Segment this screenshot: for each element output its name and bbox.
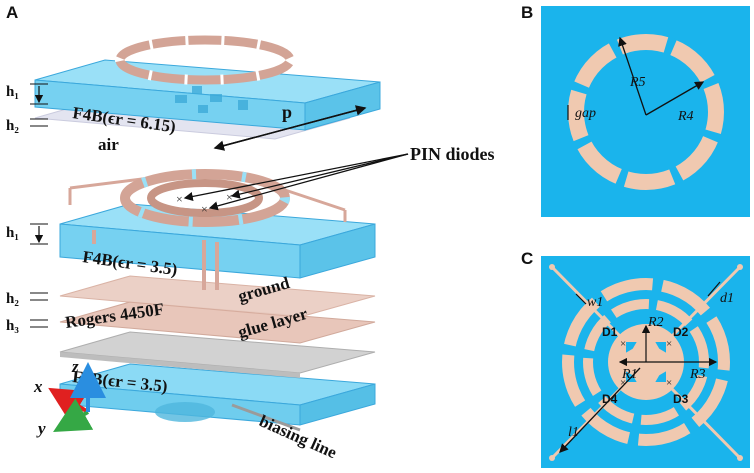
l1-arrow xyxy=(559,367,641,453)
panel-b-letter: B xyxy=(521,3,533,22)
r4-arrow xyxy=(645,81,705,116)
d2-label: D2 xyxy=(673,325,689,339)
w1-label: w1 xyxy=(587,295,603,310)
r5-arrow xyxy=(618,36,647,116)
p-dimension: p xyxy=(213,102,367,151)
d1-label: D1 xyxy=(602,325,618,339)
middle-ring-patch: × × × xyxy=(68,169,347,227)
glue-sheet xyxy=(59,275,376,318)
dim-h1-top: h₁ xyxy=(6,84,19,100)
r2-label: R2 xyxy=(647,315,664,330)
w1-marker xyxy=(575,293,587,305)
diode-mark-d1: × xyxy=(620,338,626,350)
pin-diodes-callout: PIN diodes xyxy=(183,144,495,211)
diode-mark-1: × xyxy=(176,192,183,206)
label-air: air xyxy=(98,135,119,154)
rogers-layer xyxy=(59,331,376,378)
diode-mark-3: × xyxy=(201,202,208,216)
dim-h3-mid: h₃ xyxy=(6,318,19,334)
y-axis-label: y xyxy=(36,419,46,438)
label-pin-diodes: PIN diodes xyxy=(410,144,495,164)
panel-b: B R5 R4 gap xyxy=(521,3,750,217)
l1-label: l1 xyxy=(568,425,579,440)
top-split-ring xyxy=(115,35,295,85)
panel-c: C × × × × D1 D2 D4 D3 xyxy=(521,249,750,468)
split-ring-b xyxy=(567,33,725,191)
z-axis-label: z xyxy=(71,357,79,376)
r1-label: R1 xyxy=(621,367,638,382)
r4-label: R4 xyxy=(677,109,694,124)
diode-mark-d3: × xyxy=(666,377,672,389)
panel-a: A xyxy=(6,3,495,462)
r3-label: R3 xyxy=(689,367,706,382)
dim-h1-mid: h₁ xyxy=(6,225,19,241)
dim-h2-mid: h₂ xyxy=(6,291,19,307)
diode-mark-d4: × xyxy=(620,377,626,389)
bottom-f4b-substrate xyxy=(59,363,376,426)
x-axis-label: x xyxy=(33,377,43,396)
panel-a-letter: A xyxy=(6,3,18,22)
diode-mark-d2: × xyxy=(666,338,672,350)
dimension-markers: h₁ h₂ h₁ h₂ h₃ xyxy=(6,83,48,334)
d1-marker xyxy=(707,281,721,297)
gap-label: gap xyxy=(575,106,596,121)
dim-h2-top: h₂ xyxy=(6,118,19,134)
p-label: p xyxy=(282,102,292,122)
coordinate-axes: x y z xyxy=(33,357,106,438)
d1-dim-label: d1 xyxy=(720,291,734,306)
ground-layer xyxy=(59,301,376,344)
y-axis-arrow xyxy=(53,398,94,432)
d3-label: D3 xyxy=(673,392,689,406)
r5-label: R5 xyxy=(629,75,646,90)
diode-mark-2: × xyxy=(226,190,233,204)
panel-c-letter: C xyxy=(521,249,533,268)
